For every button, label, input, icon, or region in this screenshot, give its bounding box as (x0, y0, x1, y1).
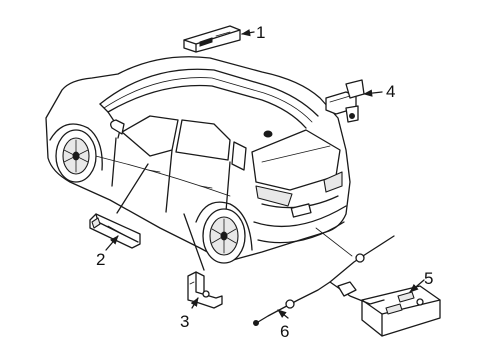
callout-2: 2 (96, 250, 105, 269)
callout-5: 5 (424, 269, 433, 288)
callout-3: 3 (180, 312, 189, 331)
part-5-module (361, 285, 441, 337)
part-6-cable (253, 227, 395, 326)
part-4-sensor (325, 79, 365, 123)
callout-4: 4 (386, 82, 395, 101)
part-1-module (183, 25, 241, 53)
vehicle-illustration (45, 56, 351, 264)
part-2-sensor (89, 213, 141, 249)
callout-1: 1 (256, 23, 265, 42)
callout-6: 6 (280, 322, 289, 341)
part-3-bracket (187, 271, 223, 309)
